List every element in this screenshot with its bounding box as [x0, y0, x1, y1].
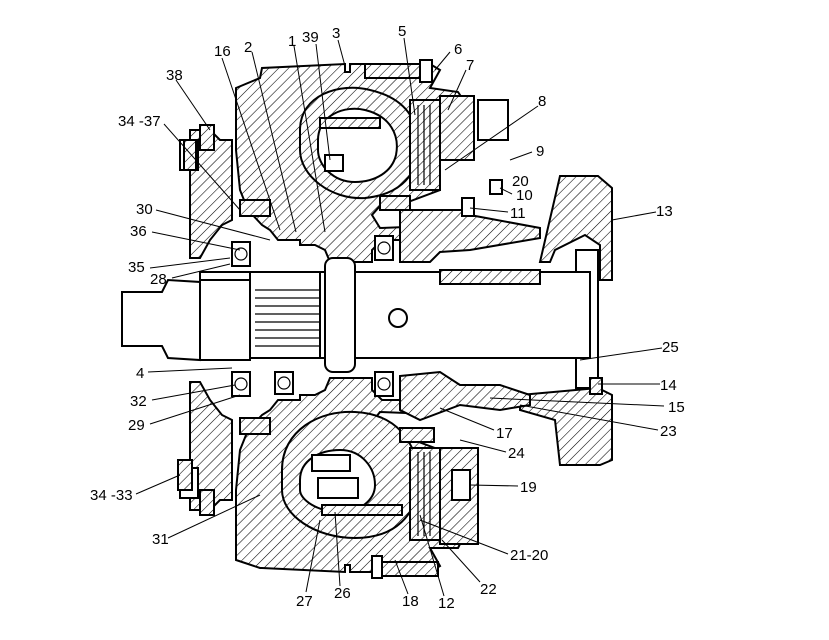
callout-29: 29	[128, 417, 145, 434]
callout-17: 17	[496, 425, 513, 442]
callout-23: 23	[660, 423, 677, 440]
lower-torus	[281, 410, 420, 540]
callout-30: 30	[136, 201, 153, 218]
spline-teeth	[255, 289, 320, 347]
callout-8: 8	[538, 93, 546, 110]
output-gear	[399, 209, 541, 422]
callout-5: 5	[398, 23, 406, 40]
callout-11: 11	[510, 205, 526, 222]
callout-14: 14	[660, 377, 677, 394]
callout-34-37: 34 -37	[118, 113, 161, 130]
callout-24: 24	[508, 445, 525, 462]
callout-6: 6	[454, 41, 462, 58]
callout-9: 9	[536, 143, 544, 160]
callout-32: 32	[130, 393, 147, 410]
callout-13: 13	[656, 203, 673, 220]
callout-38: 38	[166, 67, 183, 84]
callout-3: 3	[332, 25, 340, 42]
callout-15: 15	[668, 399, 685, 416]
callout-27: 27	[296, 593, 313, 610]
callout-12: 12	[438, 595, 455, 612]
bolts	[177, 59, 503, 579]
callout-16: 16	[214, 43, 231, 60]
callout-4: 4	[136, 365, 144, 382]
callout-21-20: 21-20	[510, 547, 548, 564]
output-housing	[519, 175, 613, 466]
callout-10: 10	[516, 187, 533, 204]
callout-28: 28	[150, 271, 167, 288]
callout-35: 35	[128, 259, 145, 276]
upper-clutch-pack	[409, 95, 509, 191]
upper-torus	[299, 86, 420, 200]
leader-lines	[135, 37, 665, 597]
callout-20a: 20	[512, 173, 529, 190]
callout-34-33: 34 -33	[90, 487, 133, 504]
callout-25: 25	[662, 339, 679, 356]
callout-2: 2	[244, 39, 252, 56]
callout-22: 22	[480, 581, 497, 598]
callout-labels: 16 2 1 39 3 5 6 7 38 8 34 -37 9 20 10 30…	[90, 23, 685, 612]
callout-19: 19	[520, 479, 537, 496]
callout-7: 7	[466, 57, 474, 74]
callout-31: 31	[152, 531, 169, 548]
callout-39: 39	[302, 29, 319, 46]
output-shaft	[121, 257, 591, 373]
callout-1: 1	[288, 33, 296, 50]
lower-clutch-pack	[409, 447, 479, 545]
callout-36: 36	[130, 223, 147, 240]
callout-26: 26	[334, 585, 351, 602]
callout-18: 18	[402, 593, 419, 610]
bearings	[231, 235, 394, 397]
